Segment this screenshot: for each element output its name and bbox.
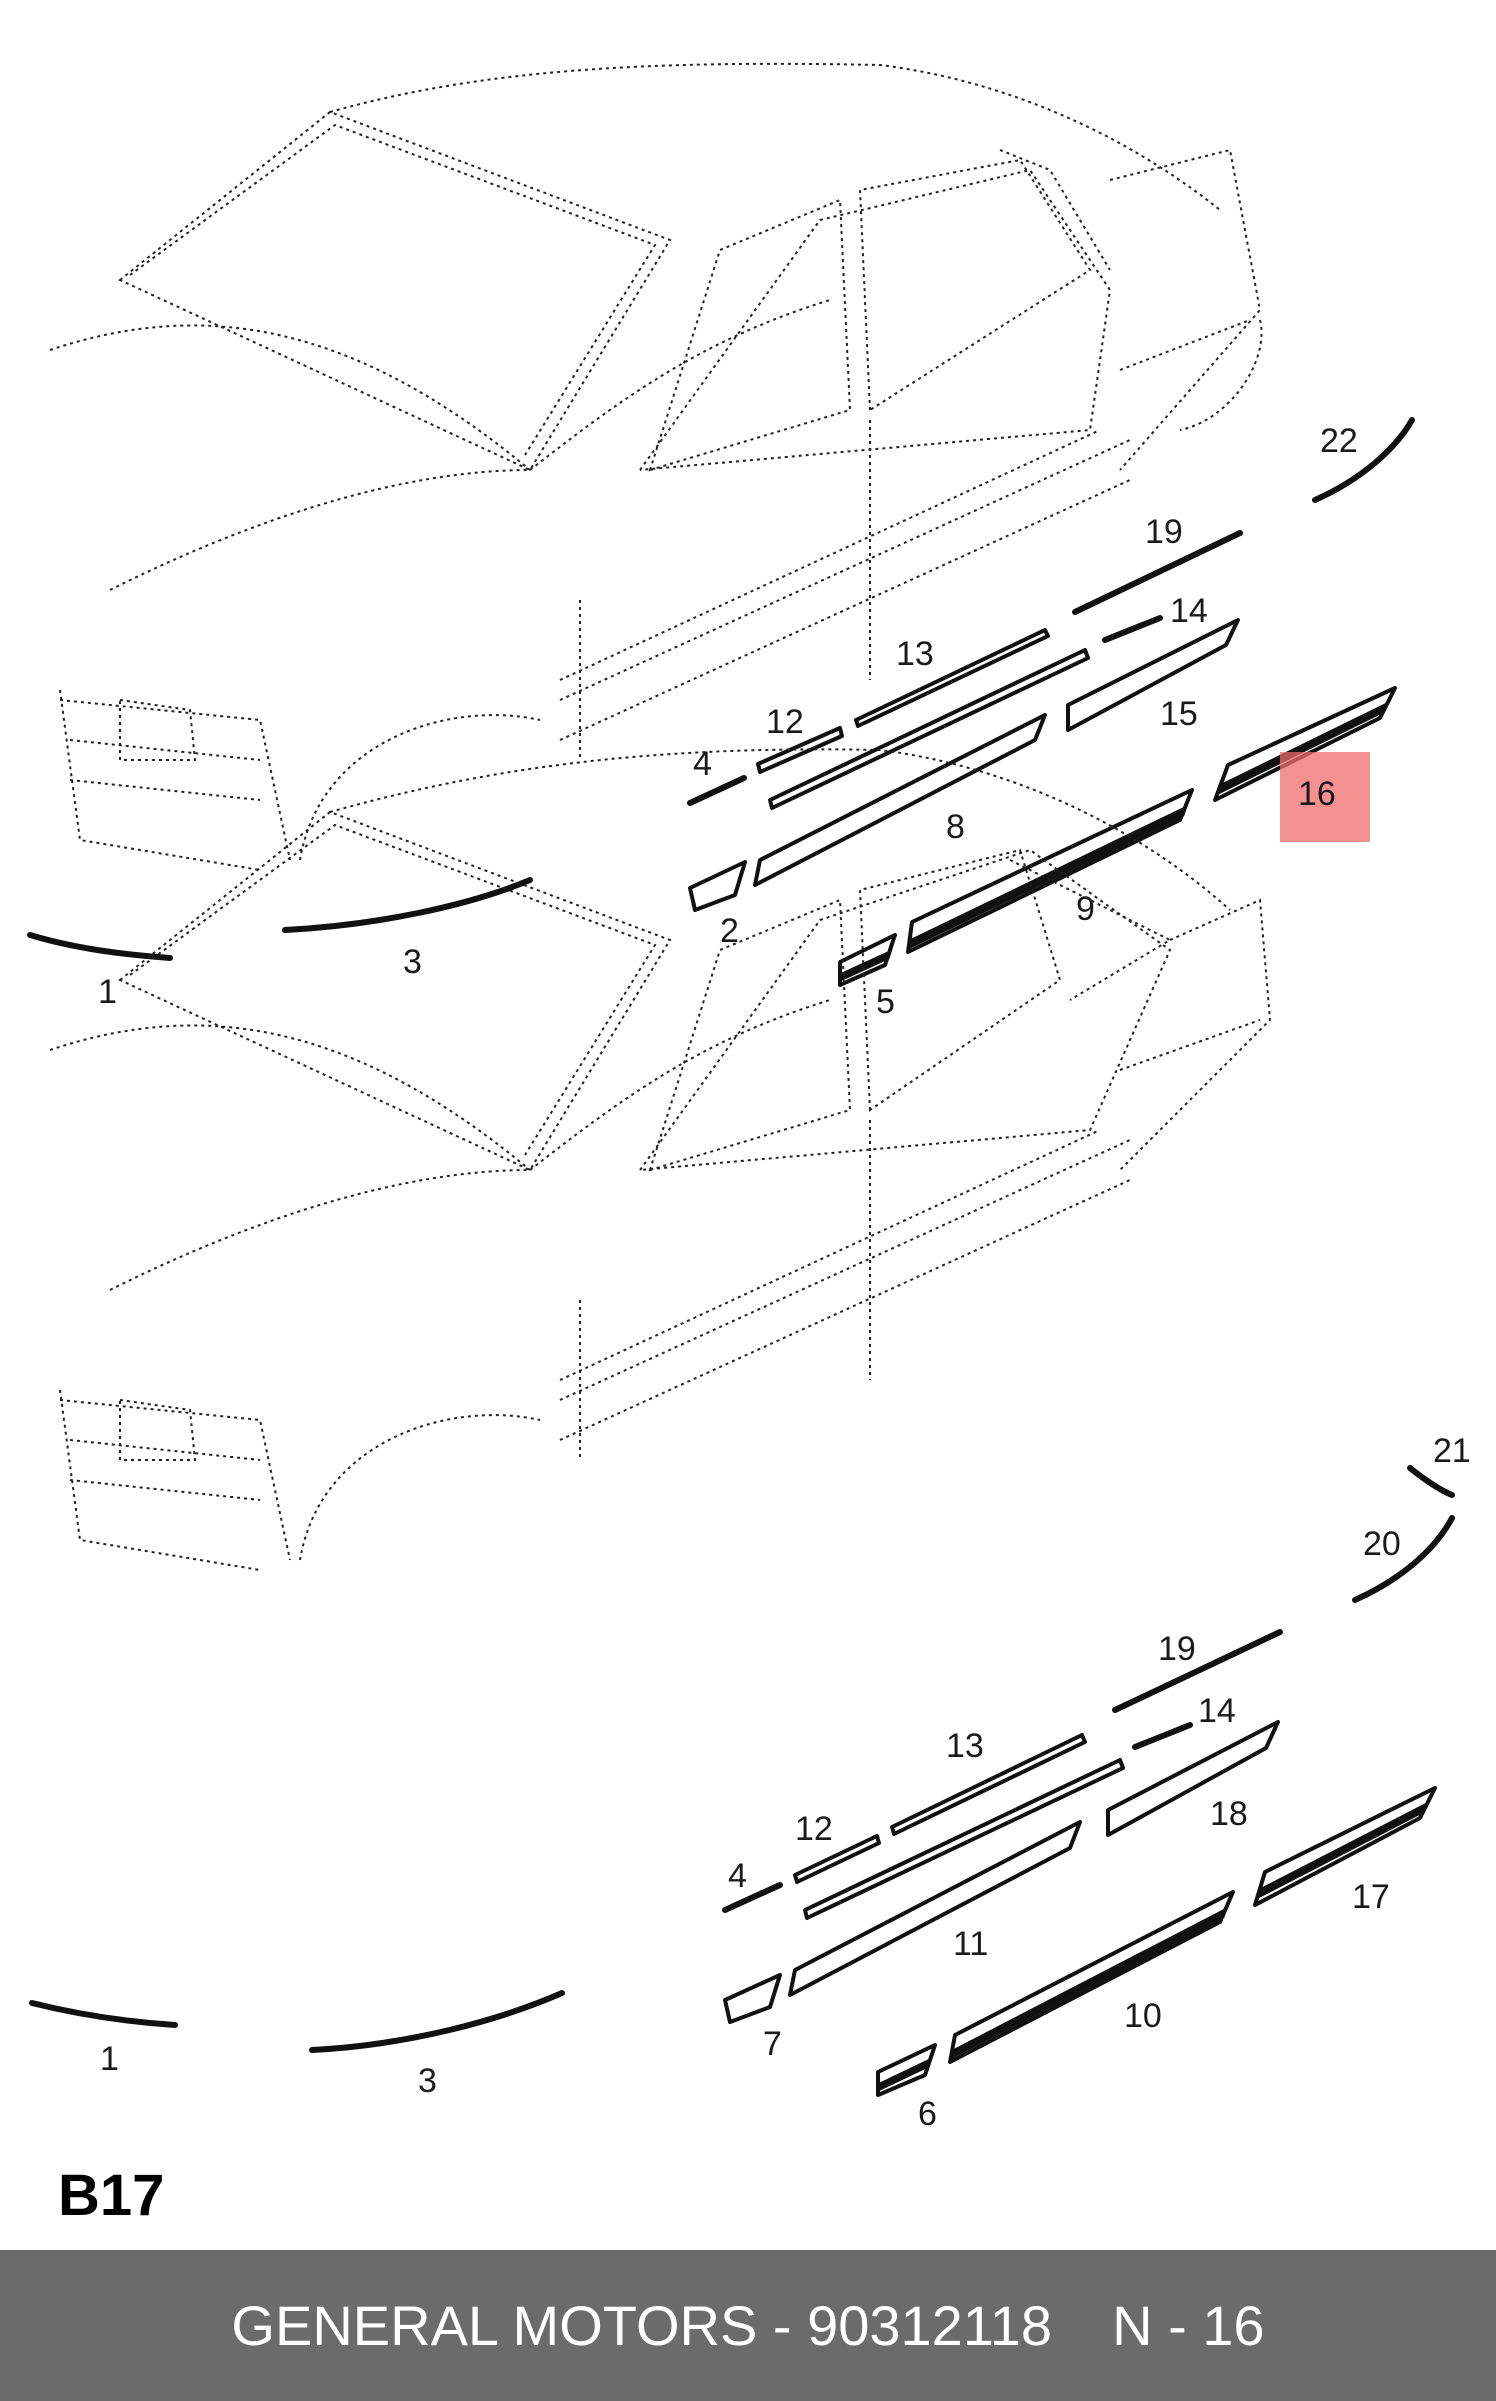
parts-diagram: 22 19 14 13 12 15 4 16 8 2 9 5 1 3 bbox=[27, 62, 1471, 2133]
callout-14: 14 bbox=[1170, 592, 1208, 630]
footer-ref: N - 16 bbox=[1112, 2294, 1265, 2357]
callout-13: 13 bbox=[896, 635, 934, 673]
diagram-code: B17 bbox=[58, 2163, 165, 2228]
callout-13: 13 bbox=[946, 1727, 984, 1765]
callout-5: 5 bbox=[876, 983, 895, 1021]
callout-19: 19 bbox=[1145, 513, 1183, 551]
callout-18: 18 bbox=[1210, 1795, 1248, 1833]
top-parts bbox=[27, 417, 1415, 987]
callout-7: 7 bbox=[763, 2025, 782, 2063]
callout-4: 4 bbox=[728, 1857, 747, 1895]
highlight-box bbox=[1280, 752, 1370, 842]
callout-1: 1 bbox=[98, 973, 117, 1011]
sedan-outline bbox=[49, 62, 1263, 871]
callout-4: 4 bbox=[693, 745, 712, 783]
callout-12: 12 bbox=[766, 703, 804, 741]
callout-22: 22 bbox=[1320, 422, 1358, 460]
callout-3: 3 bbox=[403, 943, 422, 981]
footer-brand-part: GENERAL MOTORS - 90312118 bbox=[231, 2294, 1053, 2357]
callout-20: 20 bbox=[1363, 1525, 1401, 1563]
callout-19: 19 bbox=[1158, 1630, 1196, 1668]
bottom-callout-labels: 21 20 19 14 13 18 12 4 17 11 7 10 6 1 3 bbox=[100, 1432, 1471, 2133]
bottom-parts bbox=[29, 1465, 1455, 2097]
callout-1: 1 bbox=[100, 2040, 119, 2078]
callout-9: 9 bbox=[1076, 890, 1095, 928]
callout-8: 8 bbox=[946, 808, 965, 846]
top-callout-labels: 22 19 14 13 12 15 4 16 8 2 9 5 1 3 bbox=[98, 422, 1358, 1021]
hatchback-outline bbox=[49, 748, 1272, 1571]
callout-10: 10 bbox=[1124, 1997, 1162, 2035]
footer-bar: GENERAL MOTORS - 90312118 N - 16 bbox=[0, 2250, 1496, 2401]
callout-12: 12 bbox=[795, 1810, 833, 1848]
callout-11: 11 bbox=[953, 1925, 988, 1963]
callout-21: 21 bbox=[1433, 1432, 1471, 1470]
callout-2: 2 bbox=[720, 912, 739, 950]
callout-14: 14 bbox=[1198, 1692, 1236, 1730]
callout-17: 17 bbox=[1352, 1878, 1390, 1916]
callout-16: 16 bbox=[1298, 775, 1336, 813]
callout-3: 3 bbox=[418, 2062, 437, 2100]
callout-6: 6 bbox=[918, 2095, 937, 2133]
callout-15: 15 bbox=[1160, 695, 1198, 733]
